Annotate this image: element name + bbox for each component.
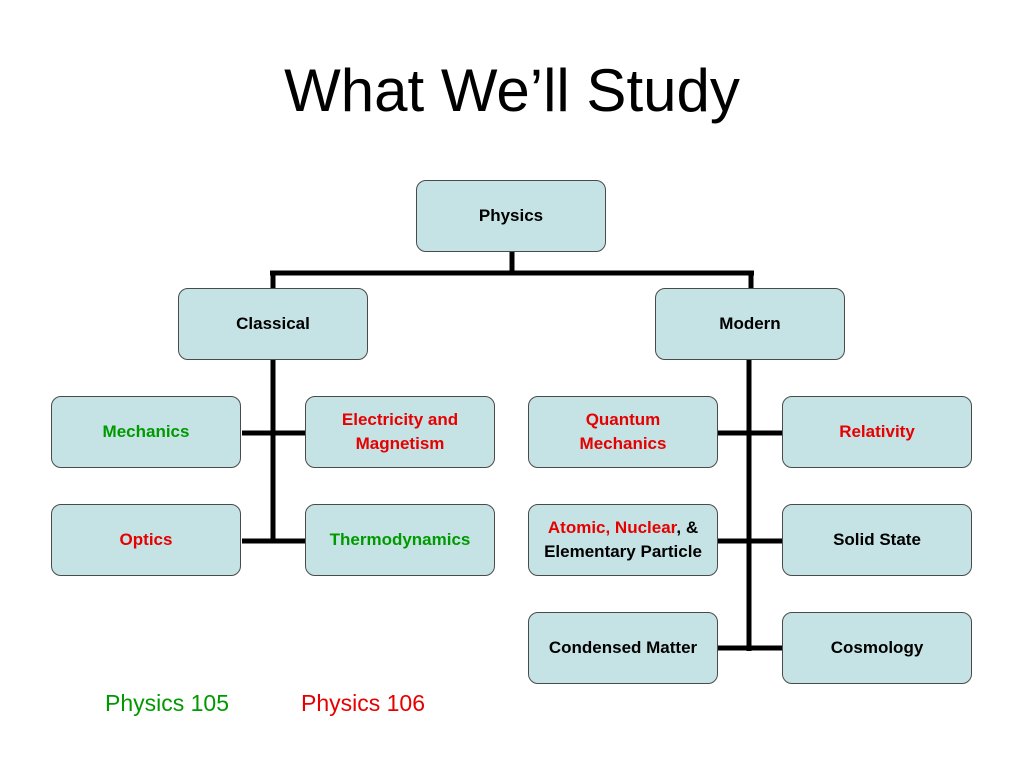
- legend-physics-105: Physics 105: [105, 690, 230, 716]
- node-physics-label: Physics: [478, 206, 544, 225]
- node-thermodynamics-label: Thermodynamics: [329, 530, 471, 549]
- node-atomic-label: Atomic, Nuclear, & Elementary Particle: [544, 516, 702, 564]
- node-physics: Physics: [416, 180, 606, 252]
- node-condensed-matter: Condensed Matter: [528, 612, 718, 684]
- node-condensed-matter-label: Condensed Matter: [548, 638, 698, 657]
- node-atomic-nuclear-particle: Atomic, Nuclear, & Elementary Particle: [528, 504, 718, 576]
- node-thermodynamics: Thermodynamics: [305, 504, 495, 576]
- quantum-line1: Quantum: [585, 410, 661, 429]
- electricity-line1: Electricity and: [341, 410, 459, 429]
- atomic-rest-text: , &: [676, 518, 699, 537]
- node-solid-state-label: Solid State: [833, 530, 921, 549]
- node-cosmology: Cosmology: [782, 612, 972, 684]
- node-mechanics: Mechanics: [51, 396, 241, 468]
- node-optics: Optics: [51, 504, 241, 576]
- node-relativity: Relativity: [782, 396, 972, 468]
- node-mechanics-label: Mechanics: [102, 422, 190, 441]
- node-modern: Modern: [655, 288, 845, 360]
- atomic-line2: Elementary Particle: [544, 542, 702, 561]
- node-cosmology-label: Cosmology: [830, 638, 924, 657]
- legend-physics-106: Physics 106: [301, 690, 426, 716]
- quantum-line2: Mechanics: [579, 434, 667, 453]
- node-solid-state: Solid State: [782, 504, 972, 576]
- slide-title: What We’ll Study: [284, 57, 740, 124]
- node-classical: Classical: [178, 288, 368, 360]
- node-modern-label: Modern: [719, 314, 781, 333]
- node-optics-label: Optics: [119, 530, 173, 549]
- atomic-colored-text: Atomic, Nuclear: [547, 518, 677, 537]
- node-relativity-label: Relativity: [839, 422, 915, 441]
- electricity-line2: Magnetism: [355, 434, 445, 453]
- node-classical-label: Classical: [236, 314, 310, 333]
